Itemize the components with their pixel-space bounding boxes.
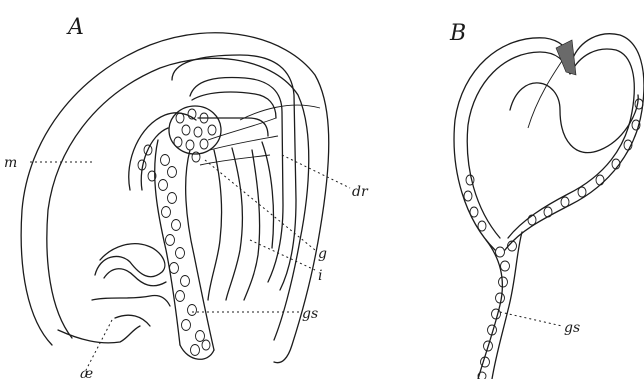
stalk-outer-right (186, 150, 214, 350)
vesicle-outer (454, 34, 644, 250)
leader-dr (282, 155, 350, 188)
vesicle-inner (467, 49, 634, 238)
stalk-b-right (492, 232, 522, 379)
intestine-fold-2 (226, 148, 242, 300)
cavity-roof (192, 92, 276, 118)
label-gs-b: gs (564, 320, 580, 336)
intestine-fold-1 (208, 150, 222, 300)
stalk-end (180, 345, 214, 359)
label-gs-a: gs (302, 306, 318, 322)
label-i: i (318, 268, 322, 284)
label-dr: dr (352, 184, 369, 200)
panel-b-letter: B (449, 21, 466, 46)
panel-a: A m dr g i gs æ (4, 15, 369, 379)
oral-lip (92, 295, 170, 306)
label-ae: æ (80, 366, 93, 379)
label-m: m (4, 155, 17, 171)
leader-ae (86, 320, 112, 370)
intestine-fold-3 (244, 150, 260, 300)
anterior-fold (58, 326, 140, 343)
panel-b: B gs (449, 21, 644, 379)
oral-lip-lower (115, 315, 150, 326)
label-g: g (318, 246, 327, 262)
cavity-wall-inner (190, 78, 283, 282)
panel-a-letter: A (66, 15, 84, 40)
inner-loop (510, 83, 638, 153)
inner-loop-line (528, 52, 568, 128)
leader-i (250, 240, 315, 270)
gland-line-1 (208, 118, 276, 140)
leader-gs-b (500, 312, 562, 326)
intestine-fold-4 (262, 142, 274, 248)
foregut-inner (104, 269, 166, 286)
